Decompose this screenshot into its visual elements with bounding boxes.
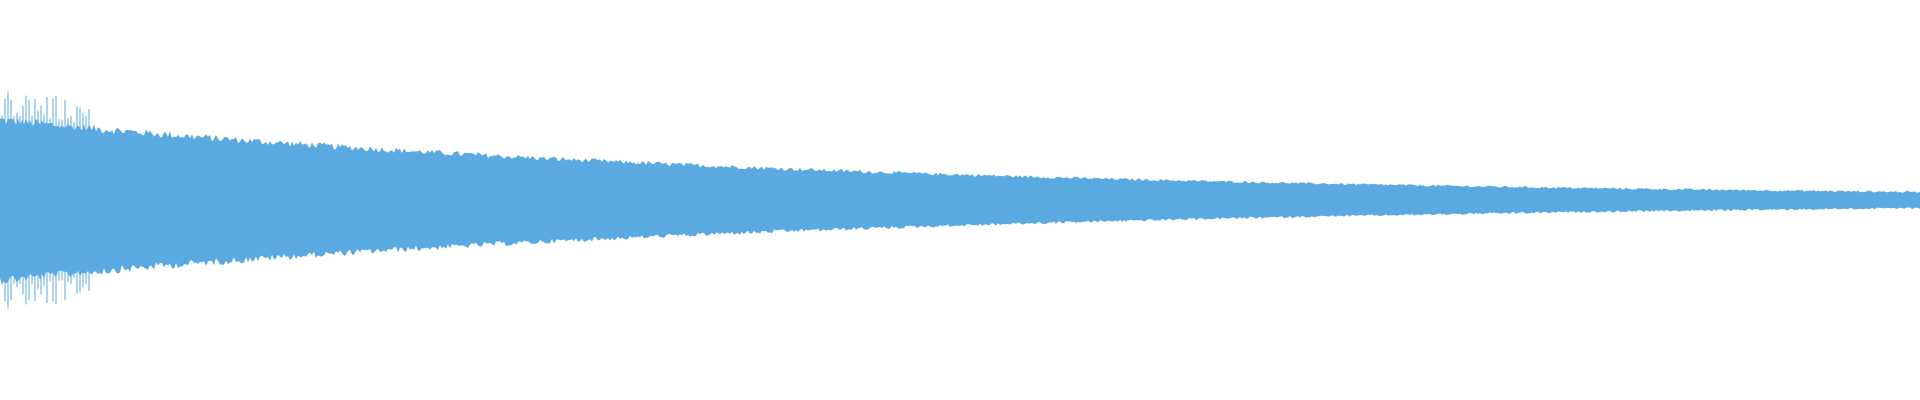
waveform-spikes bbox=[1, 91, 90, 309]
waveform-envelope bbox=[0, 118, 1920, 285]
